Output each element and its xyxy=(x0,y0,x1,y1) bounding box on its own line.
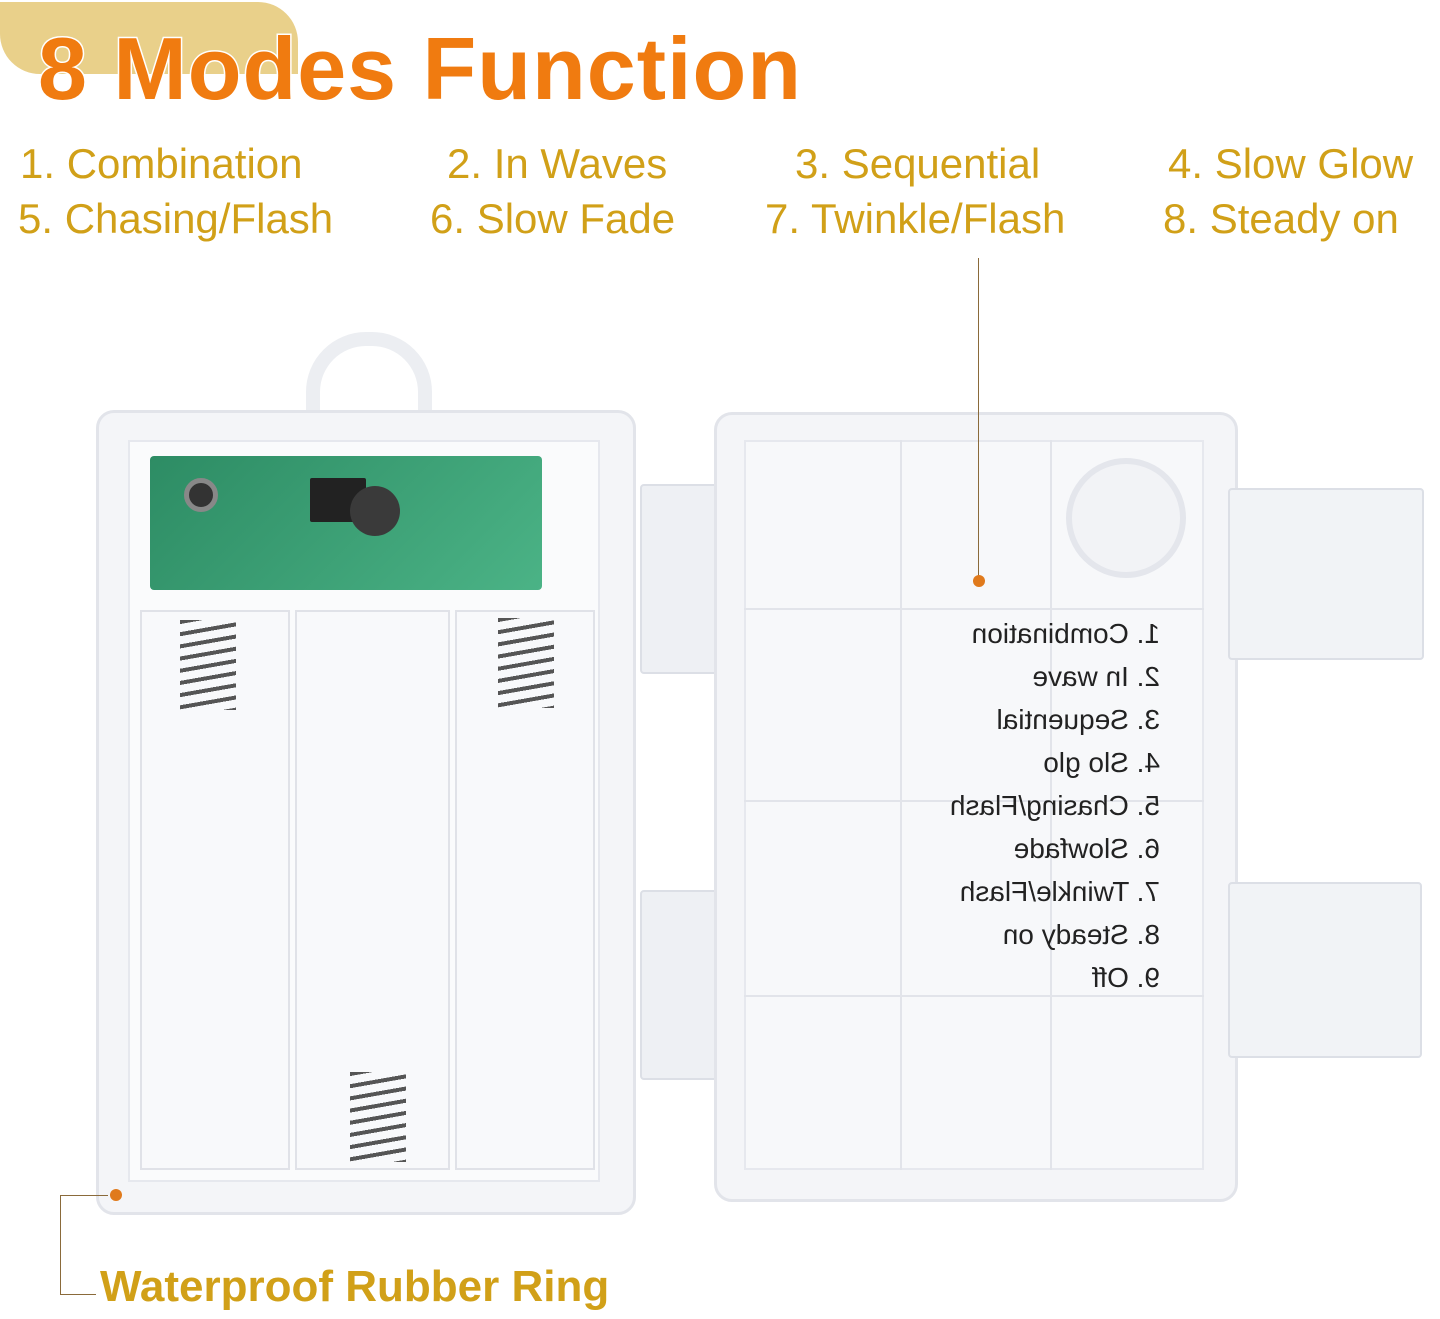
battery-slot-1 xyxy=(140,610,290,1170)
callout-dot xyxy=(973,575,985,587)
mode-2: 2. In Waves xyxy=(447,140,668,187)
mode-button-icon[interactable] xyxy=(184,478,218,512)
lid-label-line: 3. Sequential xyxy=(996,704,1160,735)
page-title: 8 Modes Function xyxy=(37,18,803,120)
spring-icon xyxy=(350,1072,406,1162)
rubber-ring-label: Waterproof Rubber Ring xyxy=(100,1262,610,1311)
spring-icon xyxy=(498,618,554,708)
mode-5: 5. Chasing/Flash xyxy=(18,195,334,242)
lid-label-line: 2. In wave xyxy=(1032,661,1160,692)
hinge-top xyxy=(640,484,720,674)
callout-line xyxy=(60,1195,108,1196)
callout-line xyxy=(978,258,979,578)
callout-line xyxy=(60,1195,61,1295)
lid-mode-label: 1. Combination 2. In wave 3. Sequential … xyxy=(900,612,1160,999)
lid-label-line: 6. Slowfade xyxy=(1013,833,1160,864)
lid-label-line: 4. Slo glo xyxy=(1043,747,1160,778)
mode-1: 1. Combination xyxy=(20,140,303,187)
lid-label-line: 8. Steady on xyxy=(1002,919,1160,950)
lid-label-line: 1. Combination xyxy=(971,618,1160,649)
mode-4: 4. Slow Glow xyxy=(1168,140,1414,187)
seal-knob xyxy=(1066,458,1186,578)
mode-3: 3. Sequential xyxy=(795,140,1041,187)
mode-8: 8. Steady on xyxy=(1163,195,1399,242)
clip-top[interactable] xyxy=(1228,488,1424,660)
mode-6: 6. Slow Fade xyxy=(430,195,676,242)
clip-bottom[interactable] xyxy=(1228,882,1422,1058)
lid-label-line: 5. Chasing/Flash xyxy=(949,790,1160,821)
circuit-board xyxy=(150,456,542,590)
title-highlight xyxy=(0,2,298,74)
spring-icon xyxy=(180,620,236,710)
mode-7: 7. Twinkle/Flash xyxy=(765,195,1066,242)
lid-label-line: 7. Twinkle/Flash xyxy=(959,876,1160,907)
callout-line xyxy=(60,1294,96,1295)
capacitor-icon xyxy=(350,486,400,536)
callout-dot xyxy=(110,1189,122,1201)
lid-label-line: 9. Off xyxy=(1092,962,1160,993)
hinge-bottom xyxy=(640,890,720,1080)
